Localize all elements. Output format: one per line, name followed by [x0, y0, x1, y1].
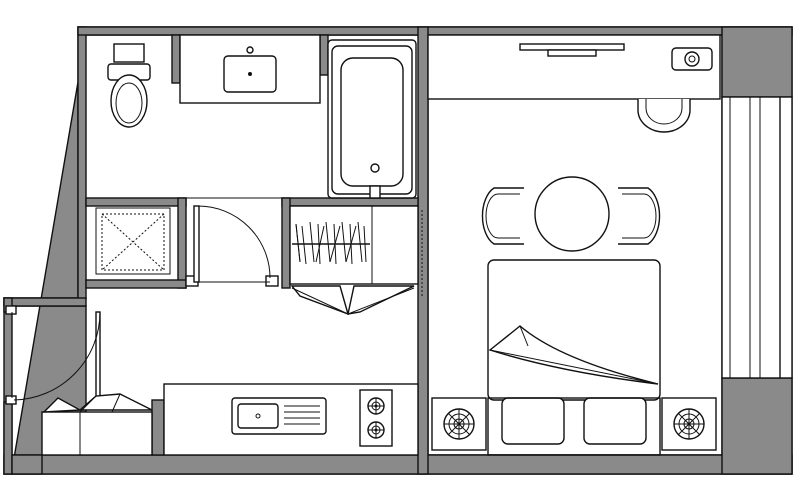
- lamp-icon: [673, 408, 705, 440]
- wall-sink-left: [171, 34, 181, 84]
- balcony-window: [721, 96, 793, 379]
- toilet-tank: [113, 43, 145, 63]
- bathtub: [327, 39, 417, 199]
- toilet: [107, 43, 151, 128]
- faucet-icon: [246, 46, 254, 54]
- wall-entry-lower-left: [11, 454, 43, 475]
- wall-top: [77, 26, 793, 36]
- wall-lamp: [519, 43, 625, 57]
- shoe-cabinet-body: [41, 411, 153, 456]
- kitchen-sink: [231, 397, 327, 435]
- door-leaf[interactable]: [193, 205, 200, 283]
- bathroom: [107, 34, 417, 199]
- closet-dashed-box: [101, 213, 165, 271]
- kitchen-sink-basin: [237, 403, 279, 429]
- bathroom-sink: [179, 34, 321, 104]
- door-frame-right: [265, 275, 279, 287]
- kitchenette: [163, 383, 419, 456]
- bedside-table-right: [661, 397, 717, 451]
- wardrobe: [289, 205, 423, 316]
- entry-door-swing: [13, 311, 101, 401]
- bedroom: [427, 34, 793, 456]
- wall-tub-left: [319, 34, 329, 76]
- wall-wardrobe-left: [281, 197, 291, 289]
- room-outlines: [85, 34, 419, 199]
- bedroom-chair[interactable]: [481, 187, 524, 245]
- desk-chair[interactable]: [637, 99, 691, 133]
- closet-x-b: [101, 213, 165, 271]
- burner-icon: [367, 397, 385, 415]
- wall-bottom: [3, 454, 793, 475]
- cooktop: [359, 389, 393, 447]
- toilet-bowl-inner: [115, 82, 143, 124]
- wall-bath-left: [77, 26, 87, 300]
- burner-icon: [367, 421, 385, 439]
- outlet-icon: [671, 47, 713, 71]
- wall-bath-bottom-left: [85, 197, 187, 207]
- round-table: [534, 176, 610, 252]
- wall-bath-bottom-right: [281, 197, 419, 207]
- wall-right-upper: [721, 26, 793, 98]
- wardrobe-door-swing: [291, 287, 415, 315]
- wall-closet-bottom: [85, 279, 187, 289]
- closet-outline: [95, 207, 171, 275]
- dining-set: [481, 176, 661, 252]
- wall-center: [417, 26, 429, 475]
- storage-closet: [95, 207, 171, 275]
- hangers: [295, 221, 367, 265]
- lamp-icon: [443, 408, 475, 440]
- wardrobe-body: [289, 205, 419, 285]
- wall-kitchen-left: [151, 399, 165, 456]
- wall-closet-right: [177, 197, 187, 289]
- double-bed: [487, 259, 661, 456]
- door-swing: [197, 205, 271, 279]
- drain-icon: [248, 72, 252, 76]
- wall-right-lower: [721, 377, 793, 475]
- headboard: [487, 397, 661, 456]
- wall-entry-left-lower: [3, 401, 13, 475]
- wardrobe-doors[interactable]: [290, 285, 415, 316]
- entry-door[interactable]: [5, 305, 101, 405]
- desk-chair-inner: [645, 99, 683, 125]
- bedroom-chair[interactable]: [618, 187, 661, 245]
- bedside-table-left: [431, 397, 487, 451]
- tub-drain-icon: [370, 163, 380, 173]
- drainboard: [284, 405, 320, 425]
- tub-spout: [369, 185, 381, 199]
- entry-jamb-top: [5, 305, 17, 315]
- bed-frame: [487, 259, 661, 401]
- duvet-edge: [489, 349, 659, 385]
- kitchen-drain-icon: [255, 413, 261, 419]
- duvet-fold-line: [519, 325, 529, 347]
- shoe-cabinet: [41, 393, 153, 456]
- interior-door[interactable]: [185, 205, 279, 287]
- shoe-cabinet-flap: [79, 393, 121, 413]
- wall-entry-top: [3, 297, 87, 307]
